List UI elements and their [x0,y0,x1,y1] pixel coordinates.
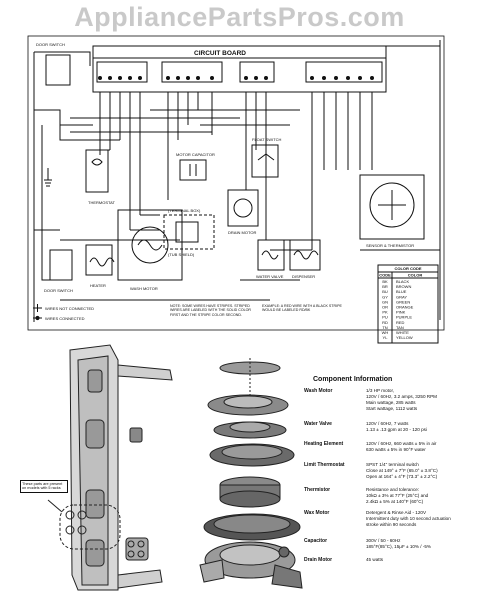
circuit-board-box [92,45,387,93]
component-name: Drain Motor [304,557,333,563]
color-code-cell-color: GREEN [396,299,410,304]
color-code-cell-color: GRAY [396,294,407,299]
component-description: SPST 1/4" terminal switch Close at 149° … [366,462,438,479]
door-switch-top-box [45,54,71,86]
color-code-cell-color: BLUE [396,289,407,294]
color-code-cell-color: WHITE [396,330,409,335]
circuit-board-label: CIRCUIT BOARD [194,50,246,57]
component-description: Detergent & Rinse Aid - 120V Intermitten… [366,510,451,527]
component-description: 120V / 60Hz, 660 watts ± 5% in air 630 w… [366,441,437,452]
sensor-thermistor-box [359,174,425,240]
note-example: EXAMPLE: A RED WIRE WITH A BLACK STRIPE … [262,304,342,313]
tub-shield-label: (TUB SHIELD) [168,252,195,257]
legend-wires-connected: WIRES CONNECTED [45,316,85,321]
color-code-cell-color: PURPLE [396,315,412,320]
float-switch-box [251,144,279,178]
component-description: 1/3 HP motor, 120V / 60Hz, 3.2 amps, 325… [366,388,437,411]
component-name: Wax Motor [304,510,330,516]
color-code-cell-color: TAN [396,325,404,330]
dispenser-box [289,239,321,271]
component-description: 120V / 60Hz, 7 watts 1.13 ± .13 gpm at 2… [366,421,428,432]
color-code-cell-code: TN [382,325,387,330]
callout-text: These parts are present on models with 5… [20,480,68,493]
color-code-cell-color: BROWN [396,284,411,289]
water-valve-box [257,239,285,271]
door-switch-top-label: DOOR SWITCH [36,42,65,47]
dispenser-label: DISPENSER [292,274,315,279]
color-code-cell-color: PINK [396,310,406,315]
component-info-title: Component Information [313,376,393,383]
wash-motor-box [117,209,183,281]
drain-motor-box [227,189,259,227]
wash-motor-label: WASH MOTOR [130,286,158,291]
note-striped-wires: NOTE: SOME WIRES HAVE STRIPES. STRIPED W… [170,304,252,317]
color-code-cell-code: GN [382,299,388,304]
sensor-thermistor-label: SENSOR & THERMISTOR [366,243,414,248]
color-code-cell-code: BK [382,279,388,284]
color-code-header-code: CODE [379,273,391,278]
component-name: Limit Thermostat [304,462,345,468]
schematic-frame [27,35,445,331]
drain-motor-label: DRAIN MOTOR [228,230,256,235]
color-code-cell-code: OR [382,305,388,310]
watermark: AppliancePartsPros.com [74,2,405,32]
color-code-cell-color: RED [396,320,405,325]
door-switch-bottom-label: DOOR SWITCH [44,288,73,293]
float-switch-label: FLOAT SWITCH [252,137,282,142]
component-name: Capacitor [304,538,328,544]
door-switch-bottom-box [49,249,73,281]
motor-capacitor-box [179,159,207,181]
motor-capacitor-label: MOTOR CAPACITOR [176,152,215,157]
component-name: Wash Motor [304,388,333,394]
terminal-box-label: (TERMINAL BOX) [168,208,201,213]
color-code-cell-code: PK [382,310,388,315]
color-code-cell-color: ORANGE [396,305,414,310]
color-code-header-color: COLOR [408,273,423,278]
color-code-title: COLOR CODE [394,266,421,271]
color-code-cell-code: PU [382,315,388,320]
component-description: 300V / 50 - 60Hz 185°F(85°C), 15μF ± 10%… [366,538,432,549]
color-code-cell-color: YELLOW [396,335,413,340]
component-name: Water Valve [304,421,332,427]
color-code-table [377,264,439,344]
color-code-cell-color: BLACK [396,279,409,284]
component-description: Resistance and tolerance: 10kΩ ± 3% at 7… [366,487,429,504]
thermostat-box [85,149,109,193]
color-code-cell-code: RD [382,320,388,325]
component-description: 45 watts [366,557,384,562]
component-name: Heating Element [304,441,344,447]
legend-wires-not-connected: WIRES NOT CONNECTED [45,306,94,311]
color-code-cell-code: BR [382,284,388,289]
callout-circle [59,504,121,550]
component-name: Thermistor [304,487,331,493]
color-code-cell-code: YL [383,335,389,340]
color-code-cell-code: WH [382,330,389,335]
color-code-cell-code: GY [382,294,388,299]
color-code-cell-code: BU [382,289,388,294]
thermostat-label: THERMOSTAT [88,200,116,205]
water-valve-label: WATER VALVE [256,274,284,279]
drain-motor-part [271,564,303,589]
heater-label: HEATER [90,283,106,288]
heater-box [85,244,113,276]
